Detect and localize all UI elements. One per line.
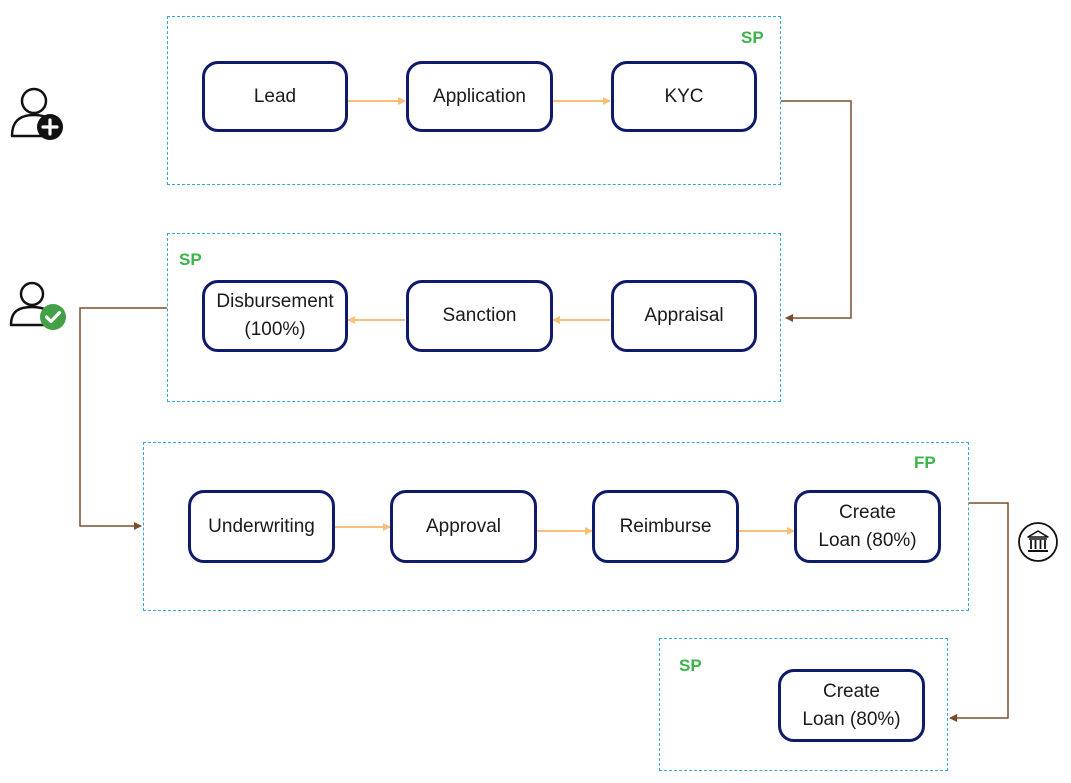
node-underwriting: Underwriting: [188, 490, 335, 563]
node-lead: Lead: [202, 61, 348, 132]
bank-icon: [1018, 522, 1058, 562]
group-sp-processing: [167, 233, 781, 402]
node-kyc: KYC: [611, 61, 757, 132]
group-sp-loan: [659, 638, 948, 771]
route-kyc-to-appraisal: [781, 100, 852, 322]
group-label-sp-origination: SP: [741, 28, 764, 47]
group-label-sp-processing: SP: [179, 250, 202, 269]
node-appraisal: Appraisal: [611, 280, 757, 352]
node-approval: Approval: [390, 490, 537, 563]
verified-user-icon: [9, 281, 66, 330]
node-reimburse: Reimburse: [592, 490, 739, 563]
node-application: Application: [406, 61, 553, 132]
group-label-fp: FP: [914, 453, 936, 472]
add-user-icon: [10, 87, 63, 140]
group-sp-origination: [167, 16, 781, 185]
node-create-loan-fp: Create Loan (80%): [794, 490, 941, 563]
route-fp-to-sp-loan: [949, 502, 1009, 722]
group-label-sp-loan: SP: [679, 656, 702, 675]
node-disbursement: Disbursement (100%): [202, 280, 348, 352]
node-create-loan-sp: Create Loan (80%): [778, 669, 925, 742]
node-sanction: Sanction: [406, 280, 553, 352]
route-disbursement-to-underwriting: [79, 307, 167, 530]
group-fp: [143, 442, 969, 611]
